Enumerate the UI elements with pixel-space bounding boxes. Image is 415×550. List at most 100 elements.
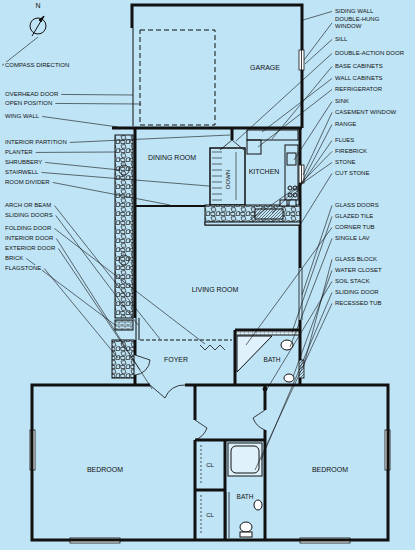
callout-label: DOWN: [225, 169, 232, 190]
callout-label: WATER CLOSET: [334, 267, 383, 274]
room-name: CL: [206, 512, 214, 519]
room-label: BATH: [235, 493, 256, 500]
leader-line: [56, 215, 138, 325]
room-label: LIVING ROOM: [190, 286, 241, 294]
leader-line: [272, 151, 332, 213]
kitchen-fixtures: [247, 130, 298, 200]
callout-label: BASE CABINETS: [334, 63, 384, 70]
room-label: FOYER: [162, 356, 190, 364]
leader-line: [293, 270, 332, 377]
leader-line: [303, 11, 332, 20]
leader-line: [42, 116, 118, 127]
leader-line: [272, 66, 332, 139]
callout-label: EXTERIOR DOOR: [4, 245, 56, 252]
closet-rods: [201, 445, 202, 535]
callout-label: FLAGSTONE: [4, 265, 42, 272]
callout-label: FLUES: [334, 137, 355, 144]
leader-line: [55, 103, 141, 105]
room-name: BEDROOM: [312, 466, 348, 474]
compass: [30, 16, 46, 36]
callout-label: OVERHEAD DOOR: [4, 91, 59, 98]
leader-line: [246, 227, 332, 345]
callout-label: INTERIOR DOOR: [4, 235, 54, 242]
room-name: FOYER: [164, 356, 188, 364]
room-label: BATH: [262, 356, 283, 363]
stairwell: [210, 148, 245, 205]
room-name: BEDROOM: [87, 466, 123, 474]
lower-bath: [228, 443, 262, 537]
leader-line: [44, 268, 118, 358]
callout-label: SIDING WALL: [334, 8, 374, 15]
room-name: DINING ROOM: [148, 154, 196, 162]
callout-label: DOUBLE-ACTION DOOR: [334, 50, 405, 57]
room-name: CL: [206, 462, 214, 469]
bedroom-wing: [32, 385, 388, 540]
callout-label: SINGLE LAV: [334, 235, 371, 242]
callout-label: SILL: [334, 36, 348, 43]
leader-line: [36, 152, 116, 153]
room-label: BEDROOM: [310, 466, 350, 474]
leader-line: [53, 182, 170, 205]
callout-label: ROOM DIVIDER: [4, 179, 51, 186]
callout-label: PLANTER: [4, 149, 34, 156]
leader-lines: [2, 11, 332, 470]
leader-line: [54, 228, 205, 344]
room-label: DINING ROOM: [146, 154, 198, 162]
room-label: KITCHEN: [247, 168, 282, 176]
brick-and-flagstone: [112, 320, 134, 378]
room-label: CL: [204, 462, 216, 469]
planter: [115, 135, 133, 318]
room-name: BATH: [237, 493, 254, 500]
windows: [30, 50, 390, 543]
main-walls: [135, 128, 300, 385]
callout-label: FOLDING DOOR: [4, 225, 52, 232]
upper-bath: [236, 331, 299, 391]
callout-label: SOIL STACK: [334, 278, 371, 285]
room-name: GARAGE: [250, 64, 280, 72]
callout-label: GLASS BLOCK: [334, 256, 378, 263]
leader-line: [45, 162, 120, 170]
room-name: BATH: [264, 356, 281, 363]
callout-label: FIREBRICK: [334, 148, 368, 155]
callout-label: SINK: [334, 98, 350, 105]
callout-label: REFRIGERATOR: [334, 86, 383, 93]
callout-label: SLIDING DOORS: [4, 212, 54, 219]
callout-label: WALL CABINETS: [334, 75, 384, 82]
leader-line: [304, 23, 332, 60]
callout-label: GLAZED TILE: [334, 213, 374, 220]
room-label: BEDROOM: [85, 466, 125, 474]
callout-label: ARCH OR BEAM: [4, 202, 52, 209]
leader-line: [300, 173, 332, 225]
callout-label: BRICK: [4, 255, 24, 262]
leader-line: [261, 292, 332, 460]
callout-label: RANGE: [334, 121, 357, 128]
callout-label: RECESSED TUB: [334, 300, 383, 307]
north-letter: N: [34, 2, 41, 10]
callout-label: WING WALL: [4, 113, 40, 120]
garage: [112, 5, 302, 128]
leader-line: [290, 140, 332, 201]
leader-line: [56, 238, 152, 389]
callout-label: STONE: [334, 159, 357, 166]
callout-label: CASEMENT WINDOW: [334, 109, 397, 116]
leader-line: [290, 238, 332, 347]
leader-line: [41, 172, 209, 186]
room-label: GARAGE: [248, 64, 282, 72]
leader-line: [255, 303, 332, 470]
fireplace: [135, 200, 300, 340]
leader-line: [303, 259, 332, 368]
callout-label: OPEN POSITION: [4, 100, 53, 107]
room-name: LIVING ROOM: [192, 286, 239, 294]
room-name: KITCHEN: [249, 168, 280, 176]
room-label: CL: [204, 512, 216, 519]
leader-line: [58, 248, 140, 370]
doors: [135, 140, 302, 538]
leader-line: [236, 53, 332, 141]
callout-label: COMPASS DIRECTION: [4, 62, 70, 69]
callout-label: SHRUBBERY: [4, 159, 43, 166]
callout-label: GLASS DOORS: [334, 202, 380, 209]
callout-label: INTERIOR PARTITION: [4, 139, 68, 146]
callout-label: CORNER TUB: [334, 224, 376, 231]
leader-line: [61, 94, 133, 96]
leader-line: [294, 101, 332, 160]
